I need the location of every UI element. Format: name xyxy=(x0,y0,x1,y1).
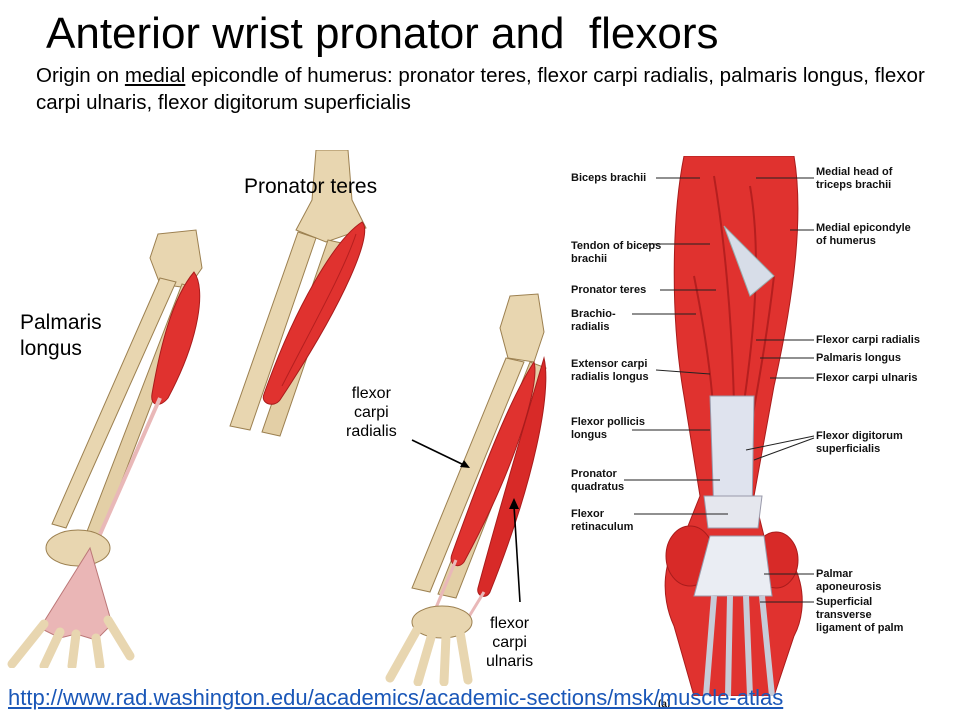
atlas-label-palmaris-longus: Palmaris longus xyxy=(816,352,901,364)
muscle-atlas-link[interactable]: http://www.rad.washington.edu/academics/… xyxy=(8,685,784,710)
subtitle-suffix: epicondle of humerus: pronator teres, fl… xyxy=(36,64,925,114)
atlas-forearm-illustration xyxy=(664,156,803,696)
label-pronator-teres: Pronator teres xyxy=(244,175,378,198)
fcu-arrow xyxy=(509,498,521,603)
atlas-label-triceps: Medial head of triceps brachii xyxy=(816,166,893,191)
atlas-leader-lines xyxy=(624,177,815,603)
subtitle-underlined: medial xyxy=(124,64,186,87)
atlas-label-pronator-quadratus: Pronator quadratus xyxy=(571,468,625,493)
slide-subtitle: Origin on medial epicondle of humerus: p… xyxy=(36,62,946,116)
atlas-label-ecrl: Extensor carpi radialis longus xyxy=(571,358,649,383)
atlas-label-palmar-aponeurosis: Palmar aponeurosis xyxy=(816,568,882,593)
label-flexor-carpi-radialis: flexor carpi radialis xyxy=(346,385,397,440)
atlas-label-fds: Flexor digitorum superficialis xyxy=(816,430,903,455)
flexor-carpi-illustration xyxy=(385,293,547,686)
fcr-arrow xyxy=(411,439,470,468)
slide-title: Anterior wrist pronator and flexors xyxy=(46,9,719,58)
atlas-subfigure-label: (a) xyxy=(658,699,671,710)
atlas-label-flexor-retinaculum: Flexor retinaculum xyxy=(571,508,634,533)
atlas-label-fpl: Flexor pollicis longus xyxy=(571,416,645,441)
atlas-label-fcr: Flexor carpi radialis xyxy=(816,334,920,346)
atlas-label-biceps-brachii: Biceps brachii xyxy=(571,172,647,184)
atlas-label-tendon-biceps: Tendon of biceps brachii xyxy=(571,240,662,265)
atlas-label-medial-epicondyle: Medial epicondyle of humerus xyxy=(816,222,911,247)
atlas-label-fcu: Flexor carpi ulnaris xyxy=(816,372,918,384)
label-palmaris-longus: Palmaris longus xyxy=(20,311,102,360)
atlas-label-pronator-teres: Pronator teres xyxy=(571,284,647,296)
label-flexor-carpi-ulnaris: flexor carpi ulnaris xyxy=(486,615,534,670)
atlas-label-brachioradialis: Brachio- radialis xyxy=(571,308,616,333)
atlas-label-transverse-ligament: Superficial transverse ligament of palm xyxy=(816,596,904,634)
pronator-teres-illustration xyxy=(229,150,367,437)
subtitle-prefix: Origin on xyxy=(36,64,125,87)
palmaris-longus-illustration xyxy=(7,229,203,668)
